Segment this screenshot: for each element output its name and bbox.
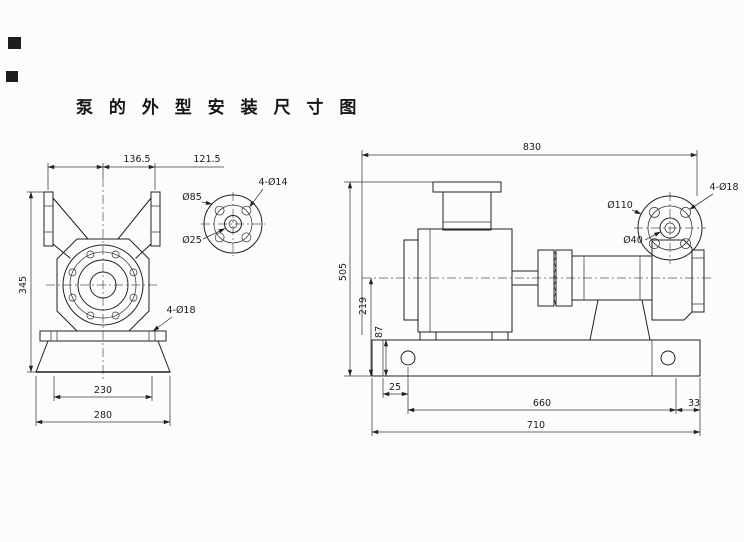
dim-base-width-inner: 230 xyxy=(94,385,112,396)
dim-flange-bolt-holes: 4-Ø14 xyxy=(258,177,287,188)
pump-flange-detail: Ø110 Ø40 4-Ø18 xyxy=(607,182,739,264)
dim-hole-offset: 25 xyxy=(389,382,401,393)
dim-overall-height: 505 xyxy=(338,263,349,281)
dim-base-width-outer: 280 xyxy=(94,410,112,421)
scan-artifacts xyxy=(6,37,21,82)
front-view-dimensions: 136.5 121.5 345 4-Ø18 230 280 xyxy=(18,154,224,426)
dim-hole-spacing: 660 xyxy=(533,398,551,409)
dim-overall-length: 830 xyxy=(523,142,541,153)
dim-base-length: 710 xyxy=(527,420,545,431)
front-view: 136.5 121.5 345 4-Ø18 230 280 xyxy=(18,154,224,426)
dim-flange-left: 136.5 xyxy=(123,154,150,165)
baseplate xyxy=(371,339,701,377)
dim-flange-outer-diameter: Ø85 xyxy=(182,192,202,203)
dim-flange-right: 121.5 xyxy=(193,154,220,165)
drawing-title: 泵 的 外 型 安 装 尺 寸 图 xyxy=(76,97,361,118)
dim-shaft-height: 219 xyxy=(358,297,369,315)
dim-anchor-holes: 4-Ø18 xyxy=(166,305,195,316)
side-view-dimensions: 830 505 219 87 25 660 33 710 xyxy=(338,142,701,436)
dim-front-height: 345 xyxy=(18,276,29,294)
dim-pump-flange-bore: Ø40 xyxy=(623,235,643,246)
flange-detail-view: Ø85 4-Ø14 Ø25 xyxy=(182,177,288,256)
dim-base-height: 87 xyxy=(374,326,385,338)
pump xyxy=(571,239,705,341)
side-view: Ø110 Ø40 4-Ø18 830 505 219 87 xyxy=(338,142,739,436)
dim-flange-bore-diameter: Ø25 xyxy=(182,235,202,246)
dim-right-offset: 33 xyxy=(688,398,700,409)
dim-pump-flange-holes: 4-Ø18 xyxy=(709,182,738,193)
motor xyxy=(403,181,513,341)
dim-pump-flange-outer: Ø110 xyxy=(607,200,633,211)
